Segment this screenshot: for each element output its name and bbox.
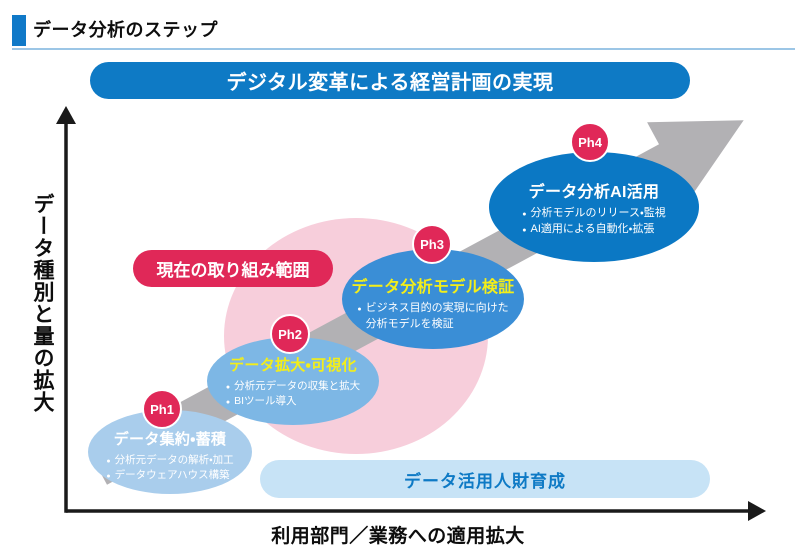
x-axis [66,501,766,521]
current-scope-label: 現在の取り組み範囲 [133,250,333,287]
page-title: データ分析のステップ [33,20,218,40]
header-accent-square [12,15,26,46]
phase3-title: データ分析モデル検証 [351,279,515,296]
phase4-bullet: AI適用による自動化・拡張 [522,222,665,238]
phase3-bullet-list: ビジネス目的の実現に向けた 分析モデルを検証 [357,301,509,333]
phase1-bullet: データウェアハウス構築 [106,468,233,483]
phase2-bullet-list: 分析元データの収集と拡大 BIツール導入 [226,379,360,409]
phase2-badge: Ph2 [270,314,310,354]
phase4-title: データ分析AI活用 [528,184,660,201]
y-axis [56,106,76,513]
phase4-badge: Ph4 [570,122,610,162]
phase2-title: データ拡大・可視化 [229,357,357,374]
phase1-title: データ集約・蓄積 [113,431,227,448]
y-axis-arrowhead [56,106,76,124]
phase4-bullet: 分析モデルのリリース・監視 [522,206,666,222]
goal-banner: デジタル変革による経営計画の実現 [90,62,690,99]
phase1-bullet-list: 分析元データの解析・加工 データウェアハウス構築 [106,453,234,483]
phase4-ellipse: データ分析AI活用 分析モデルのリリース・監視 AI適用による自動化・拡張 [489,152,699,262]
phase3-bullet: ビジネス目的の実現に向けた 分析モデルを検証 [357,301,509,333]
phase1-badge: Ph1 [142,389,182,429]
x-axis-arrowhead [748,501,766,521]
header-underline [12,48,795,50]
phase2-bullet: 分析元データの収集と拡大 [226,379,360,394]
phase3-badge: Ph3 [412,224,452,264]
phase1-bullet: 分析元データの解析・加工 [106,453,234,468]
phase2-bullet: BIツール導入 [226,394,360,409]
phase3-ellipse: データ分析モデル検証 ビジネス目的の実現に向けた 分析モデルを検証 [342,249,524,349]
phase1-ellipse: データ集約・蓄積 分析元データの解析・加工 データウェアハウス構築 [88,410,252,494]
y-axis-label: データ種別と量の拡大 [31,193,54,413]
phase4-bullet-list: 分析モデルのリリース・監視 AI適用による自動化・拡張 [522,206,666,238]
talent-development-pill: データ活用人財育成 [260,460,710,498]
x-axis-label: 利用部門／業務への適用拡大 [271,526,525,547]
